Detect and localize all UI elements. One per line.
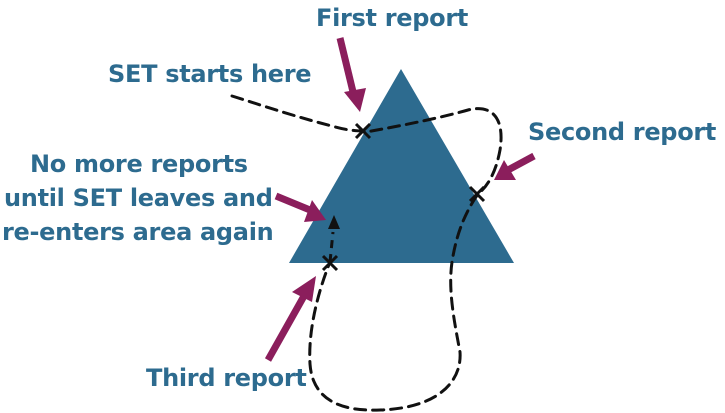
second-report-label: Second report [528,118,717,146]
second-report-arrow-shaft [506,152,536,174]
first-report-arrow-shaft [336,37,358,97]
no-more-reports-arrow-shaft [274,192,312,214]
second-report-marker [468,185,486,203]
set-direction-arrowhead [328,215,340,229]
target-area-label-line-2: area [371,306,431,334]
no-more-reports-arrowhead [304,200,326,222]
first-report-arrowhead [344,88,366,112]
no-more-reports-line-3: re-enters area again [2,218,274,246]
third-report-label: Third report [146,364,307,392]
first-report-label: First report [316,4,469,32]
set-starts-label: SET starts here [108,60,312,88]
second-report-arrowhead [494,160,516,180]
first-report-marker [354,122,372,140]
third-report-arrowhead [292,276,316,302]
target-area-triangle [289,69,514,263]
set-path-continuation [328,231,335,263]
no-more-reports-line-1: No more reports [30,150,248,178]
third-report-marker [321,254,339,272]
target-area-label-line-1: Target [358,270,444,298]
no-more-reports-line-2: until SET leaves and [4,184,273,212]
third-report-arrow-shaft [264,294,308,362]
